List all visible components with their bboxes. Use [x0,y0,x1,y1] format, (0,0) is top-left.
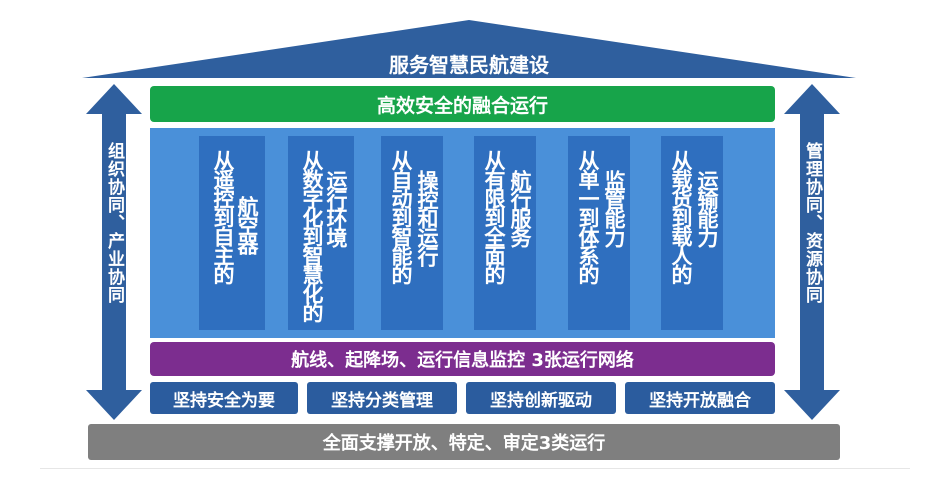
pillar-sub-text: 操控和运行 [415,170,439,265]
capability-panel: 从遥控到自主的 航空器 从数字化到智慧化的 运行环境 从自动到智能的 操控和运行… [150,128,775,338]
pillar-main-text: 从有限到全面的 [482,150,506,283]
pillar-main-text: 从单一到体系的 [576,150,600,283]
right-double-arrow [784,84,840,420]
pillar-transport: 从载货到载人的 运输能力 [661,136,723,330]
pillar-aircraft: 从遥控到自主的 航空器 [199,136,265,330]
floor-line [40,468,910,469]
left-arrow-label: 组织协同、产业协同 [104,142,124,304]
principle-safety: 坚持安全为要 [150,382,298,414]
pillar-sub-text: 运行环境 [324,170,348,246]
pillar-main-text: 从数字化到智慧化的 [300,150,324,321]
pillar-control: 从自动到智能的 操控和运行 [381,136,443,330]
pillar-navigation: 从有限到全面的 航行服务 [474,136,536,330]
right-arrow-label: 管理协同、资源协同 [802,142,822,304]
pillar-sub-text: 航行服务 [508,170,532,246]
principle-classification: 坚持分类管理 [307,382,457,414]
principle-openness: 坚持开放融合 [625,382,775,414]
pillar-main-text: 从自动到智能的 [389,150,413,283]
pillar-sub-text: 航空器 [235,196,259,253]
pillar-sub-text: 运输能力 [695,170,719,246]
pillar-main-text: 从遥控到自主的 [211,150,235,283]
network-bar: 航线、起降场、运行信息监控 3张运行网络 [150,342,775,376]
pillar-main-text: 从载货到载人的 [669,150,693,283]
fusion-operation-bar: 高效安全的融合运行 [150,86,775,122]
pillar-sub-text: 监管能力 [602,170,626,246]
pillar-supervision: 从单一到体系的 监管能力 [568,136,630,330]
foundation-bar: 全面支撑开放、特定、审定3类运行 [88,424,840,460]
roof-triangle [82,20,856,118]
left-double-arrow [86,84,142,420]
roof-title: 服务智慧民航建设 [389,53,549,77]
principle-innovation: 坚持创新驱动 [466,382,616,414]
pillar-environment: 从数字化到智慧化的 运行环境 [288,136,354,330]
